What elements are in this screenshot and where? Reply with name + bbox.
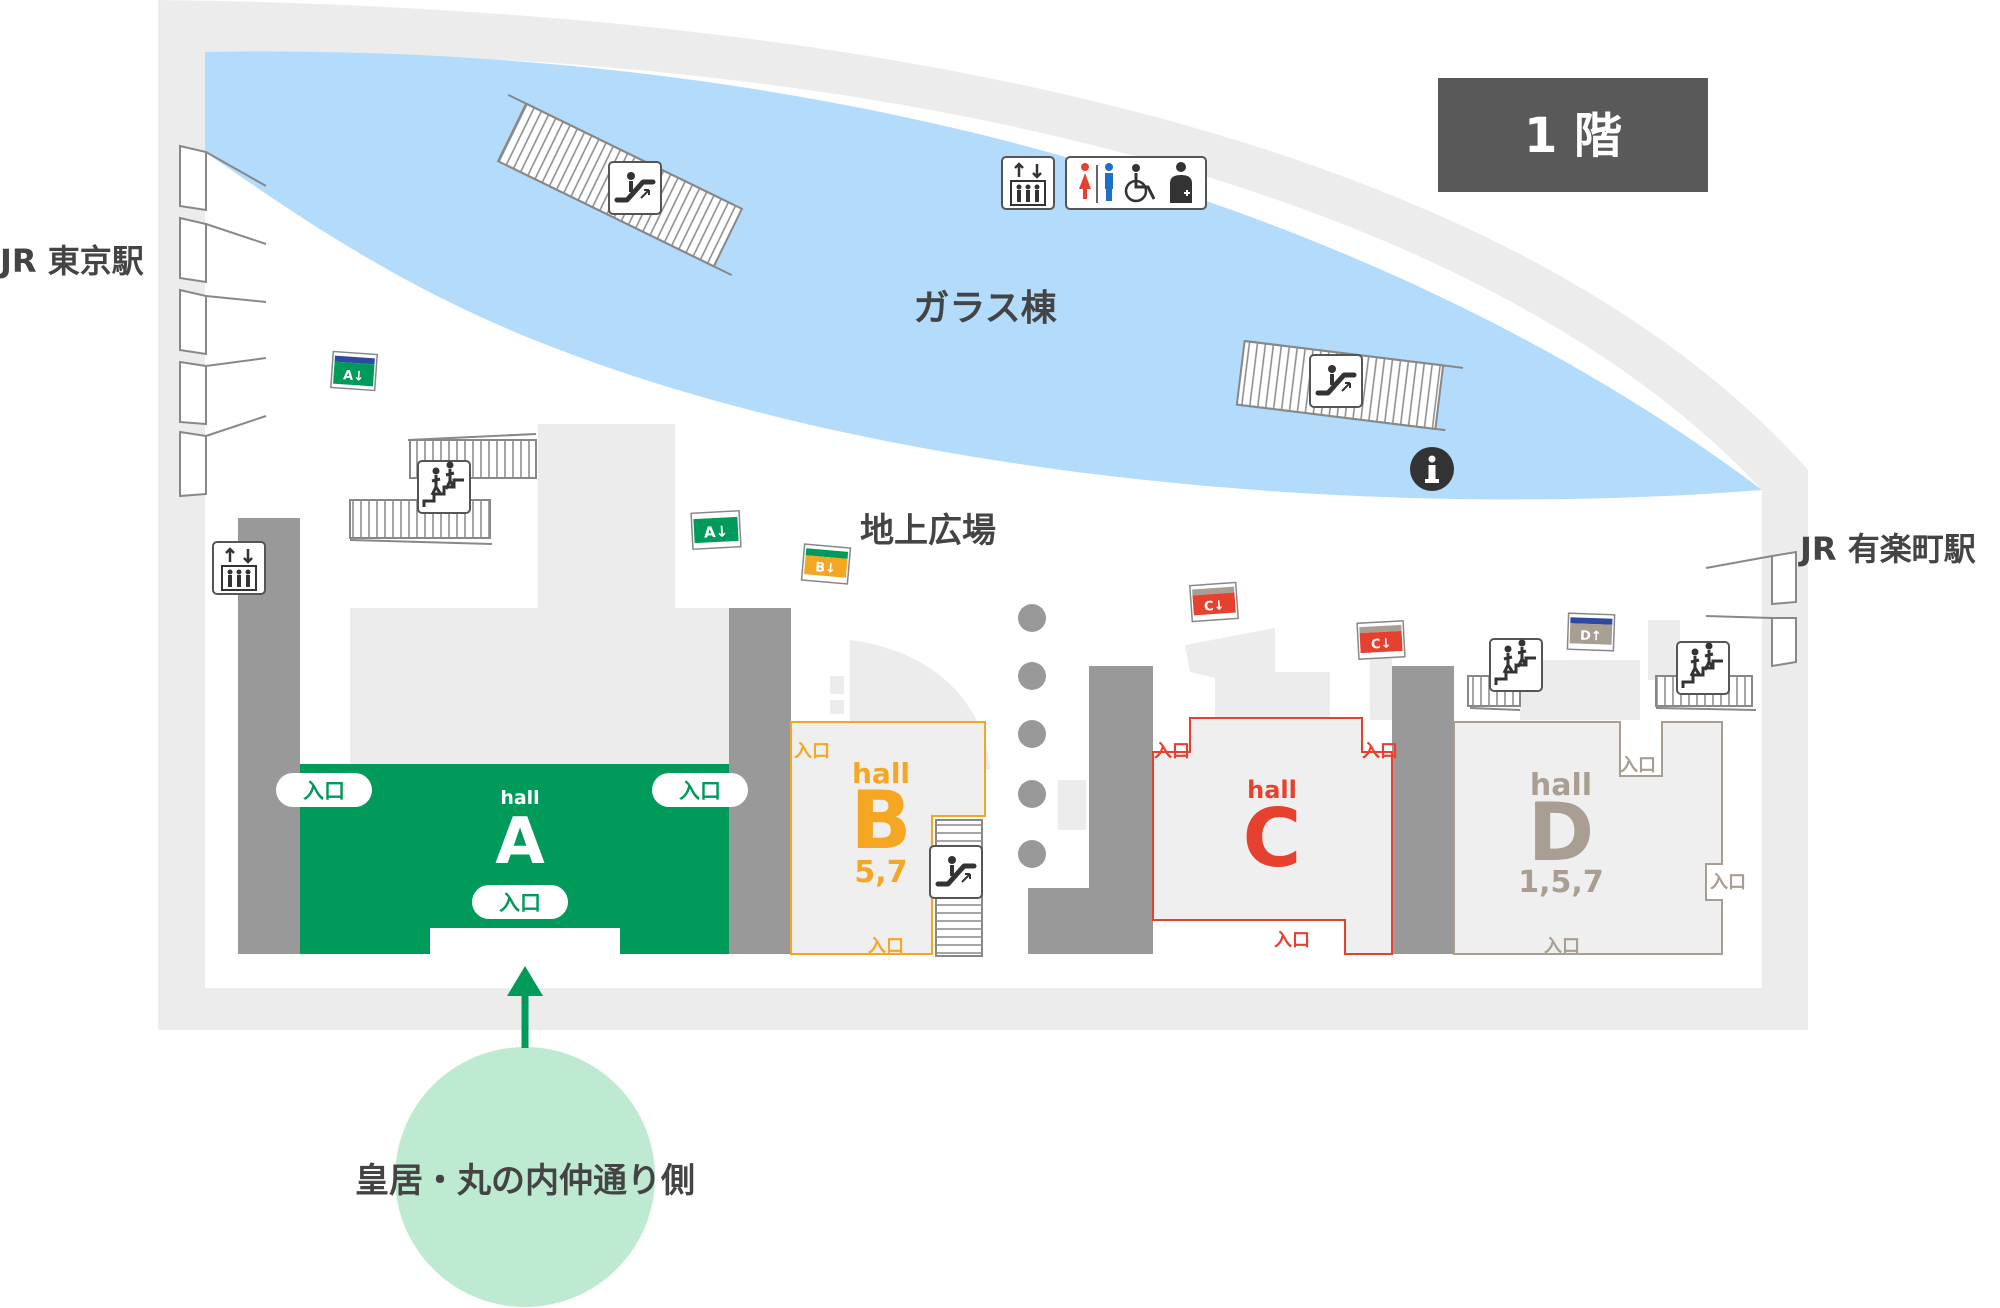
entrance-label: 入口	[1154, 741, 1190, 762]
sign-label: C↓	[1371, 636, 1392, 652]
restroom-facilities	[1065, 156, 1207, 210]
sign-label: D↑	[1580, 629, 1602, 645]
sign-a-down-1: A↓	[329, 350, 379, 392]
hall-a-word: hall	[500, 787, 539, 809]
entrance-label: 入口	[1544, 936, 1580, 957]
hall-a[interactable]	[300, 764, 729, 954]
hall-entrances: 入口 入口 入口 入口 入口 入口 入口 入口	[794, 741, 1746, 957]
pillars	[238, 518, 1454, 954]
arrow-up-icon	[507, 966, 543, 1048]
stairs-icon	[1488, 637, 1544, 693]
hall-d[interactable]	[1453, 721, 1723, 955]
glass-building-label: ガラス棟	[913, 288, 1057, 329]
info-icon[interactable]	[1410, 447, 1454, 491]
escalator-icon	[930, 846, 982, 898]
entrance-label: 入口	[1710, 872, 1746, 893]
entrance-label: 入口	[794, 741, 830, 762]
yurakucho-station-gates	[1705, 550, 1797, 668]
ground-plaza-label: 地上広場	[860, 511, 996, 551]
palace-side-label: 皇居・丸の内仲通り側	[355, 1161, 695, 1201]
multipurpose-restroom-icon	[1170, 162, 1192, 203]
hall-b-floors: 5,7	[854, 855, 907, 890]
accessible-icon	[1124, 164, 1156, 203]
hall-c[interactable]	[1152, 717, 1393, 955]
sign-a-down-2: A↓	[690, 509, 742, 551]
entrance-label: 入口	[679, 779, 721, 803]
hall-a-entrances: 入口 入口 入口	[276, 773, 748, 919]
elevator-icon	[1000, 155, 1056, 211]
sign-c-down-2: C↓	[1356, 620, 1406, 660]
escalator-icon	[609, 162, 661, 214]
sign-b-down: B↓	[800, 543, 852, 585]
round-columns	[1018, 604, 1046, 868]
restroom-icon	[1079, 163, 1113, 203]
floor-badge	[1438, 78, 1708, 192]
hall-b-letter: B	[851, 774, 912, 867]
sign-label: A↓	[704, 522, 729, 541]
hall-c-word: hall	[1247, 776, 1297, 804]
sign-label: A↓	[343, 368, 365, 384]
stairs-icon	[1675, 640, 1731, 696]
hall-c-letter: C	[1243, 792, 1302, 885]
sign-c-down-1: C↓	[1188, 581, 1240, 623]
sign-label: B↓	[815, 560, 837, 577]
entrance-label: 入口	[1274, 930, 1310, 951]
elevator-icon	[211, 540, 267, 596]
stairs-icon	[416, 459, 472, 515]
entrance-label: 入口	[303, 779, 345, 803]
sign-label: C↓	[1204, 598, 1225, 614]
escalator-icon	[1310, 355, 1362, 407]
entrance-label: 入口	[1620, 755, 1656, 776]
hall-d-floors: 1,5,7	[1518, 865, 1603, 900]
hall-d-word: hall	[1530, 768, 1592, 803]
entrance-label: 入口	[499, 891, 541, 915]
tokyo-station-label: JR 東京駅	[0, 242, 144, 280]
entrance-label: 入口	[868, 936, 904, 957]
interior-structures	[350, 424, 1680, 830]
hall-b[interactable]	[790, 721, 986, 955]
hall-d-letter: D	[1528, 786, 1594, 879]
entrance-label: 入口	[1362, 741, 1398, 762]
yurakucho-station-label: JR 有楽町駅	[1798, 530, 1976, 568]
sign-d-up: D↑	[1566, 612, 1616, 652]
palace-side-circle	[395, 1047, 655, 1307]
hall-a-letter: A	[495, 805, 545, 879]
floor-label: 1 階	[1524, 108, 1622, 164]
tokyo-station-gates	[179, 144, 267, 498]
hall-b-word: hall	[852, 757, 910, 790]
